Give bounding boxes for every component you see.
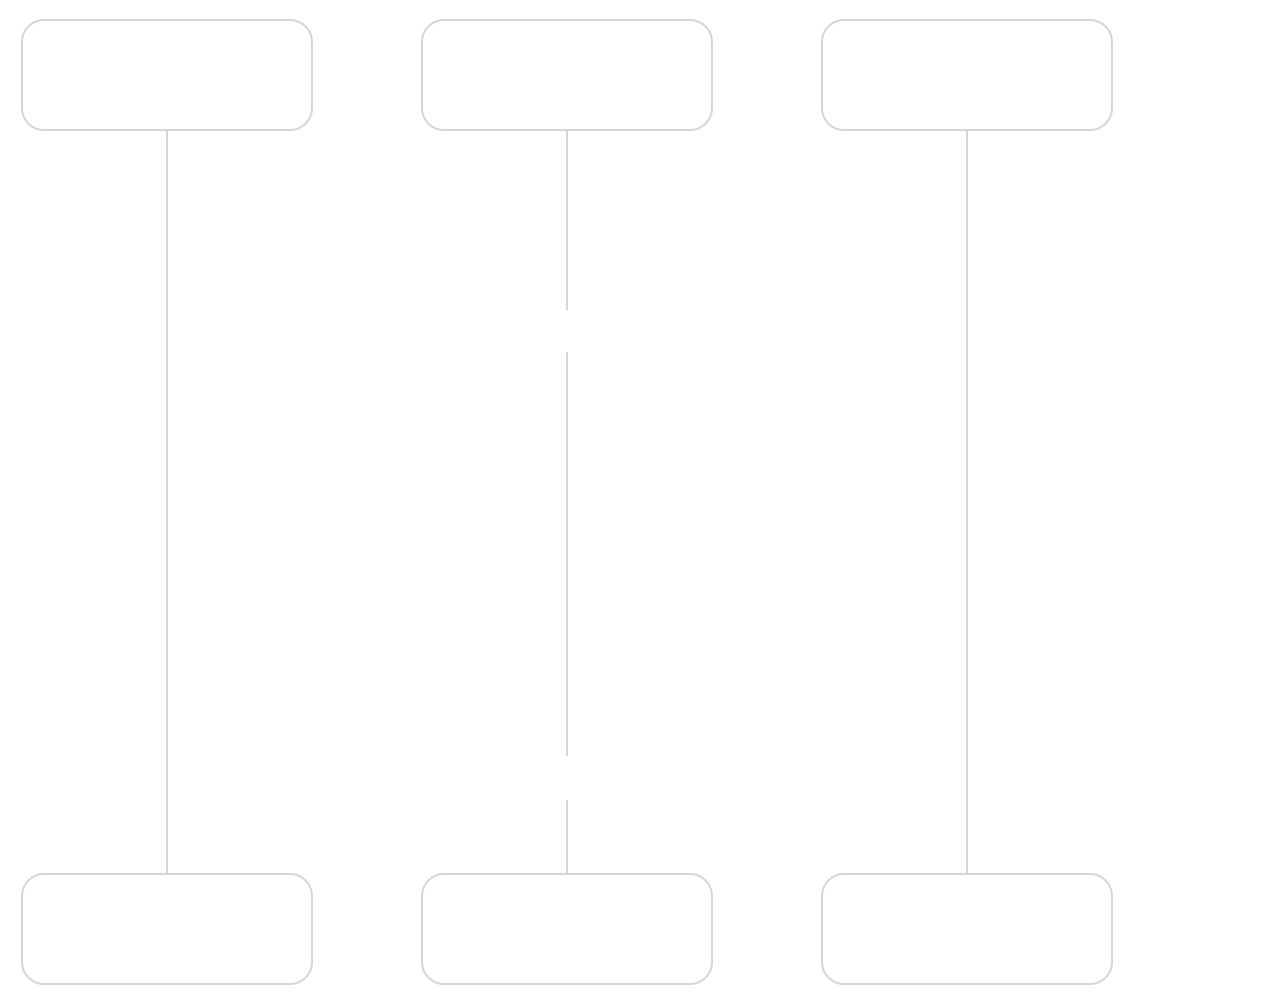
participant-top-box	[21, 19, 313, 131]
participants-group	[21, 19, 1113, 985]
participant-top-box	[821, 19, 1113, 131]
participant-2	[421, 19, 713, 985]
participant-bottom-box	[821, 873, 1113, 985]
participant-bottom-box	[421, 873, 713, 985]
participant-3	[821, 19, 1113, 985]
participant-bottom-box	[21, 873, 313, 985]
participant-top-box	[421, 19, 713, 131]
participant-1	[21, 19, 313, 985]
